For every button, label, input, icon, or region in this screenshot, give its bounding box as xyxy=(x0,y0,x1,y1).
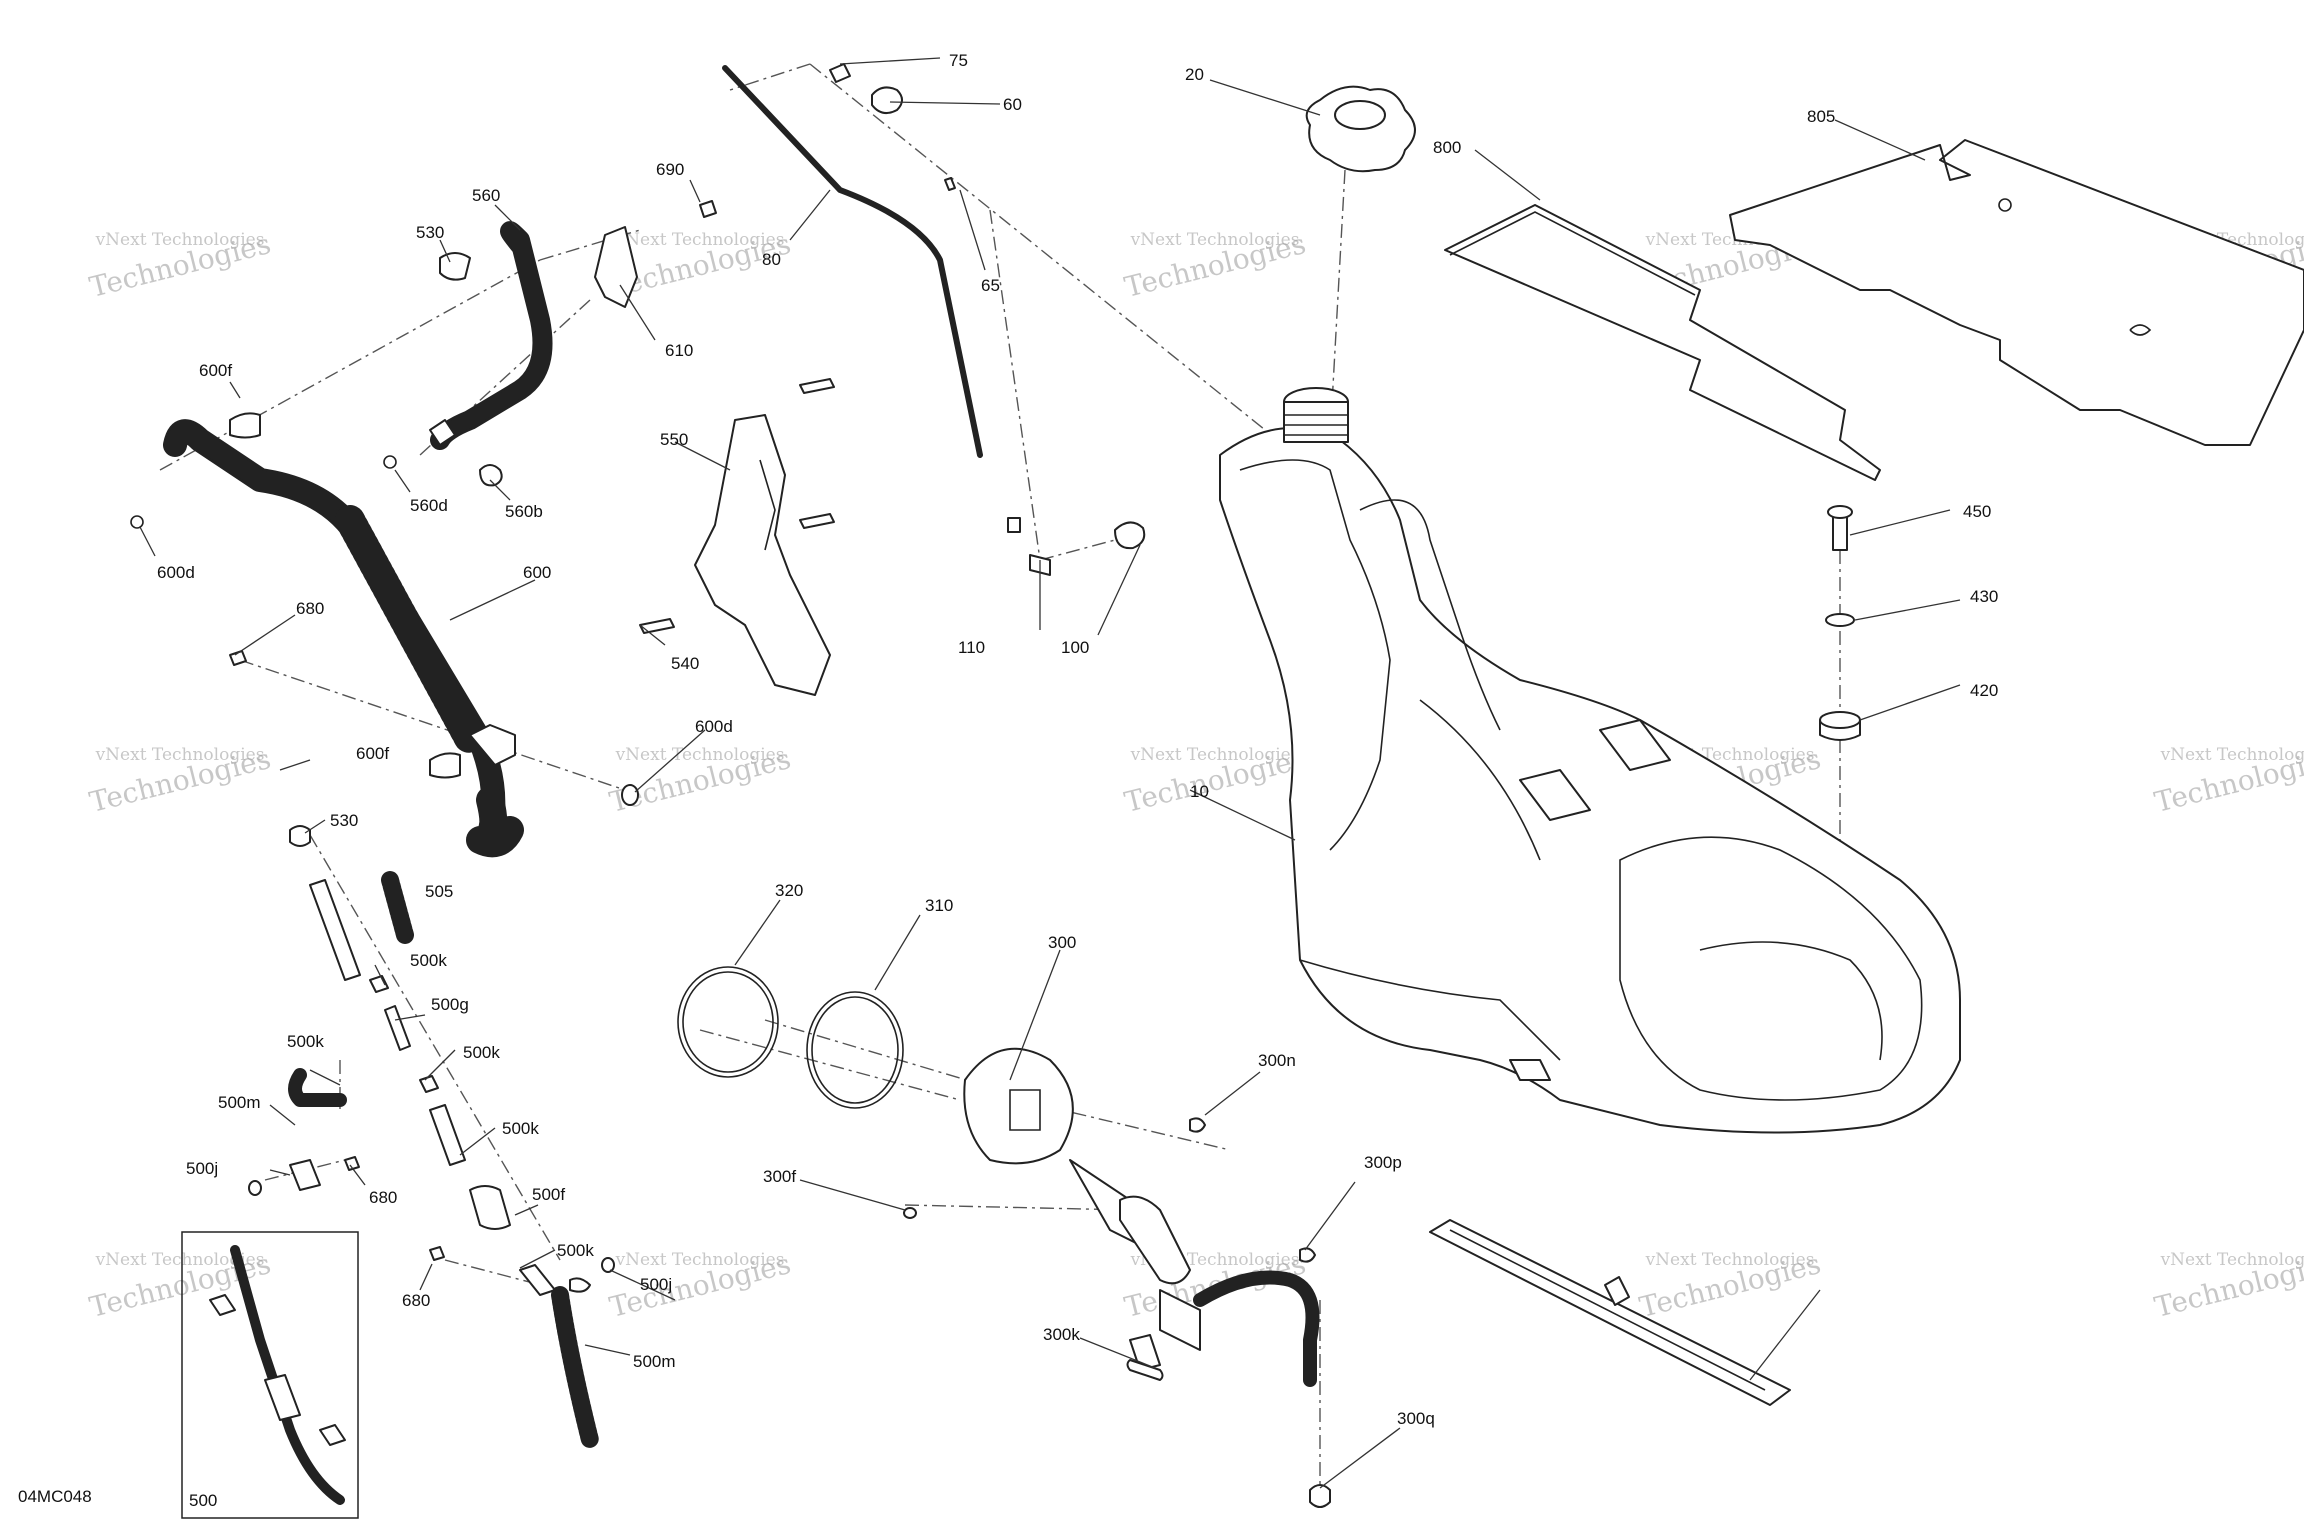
watermark-line1: vNext Technologies xyxy=(95,1250,265,1270)
watermark-line1: vNext Technologies xyxy=(1130,745,1300,765)
callout-75: 75 xyxy=(949,51,968,70)
callout-310: 310 xyxy=(925,896,953,915)
lower-hoses xyxy=(248,825,615,1449)
callout-65: 65 xyxy=(981,276,1000,295)
callout-300q: 300q xyxy=(1397,1409,1435,1428)
fuel-cap xyxy=(1305,85,1416,173)
heat-shield-800 xyxy=(1444,204,1881,481)
vent-tube xyxy=(722,65,1146,576)
callout-300f: 300f xyxy=(763,1167,796,1186)
callout-430: 430 xyxy=(1970,587,1998,606)
callout-500j-right: 500j xyxy=(640,1275,672,1294)
callout-500g: 500g xyxy=(431,995,469,1014)
bracket-610 xyxy=(594,226,638,308)
fuel-tank xyxy=(1219,387,1961,1134)
callout-560b: 560b xyxy=(505,502,543,521)
callout-530-top: 530 xyxy=(416,223,444,242)
watermark-line1: vNext Technologies xyxy=(615,1250,785,1270)
callout-500m-left: 500m xyxy=(218,1093,261,1112)
callout-600d-left: 600d xyxy=(157,563,195,582)
hose-600 xyxy=(130,412,639,858)
callout-10: 10 xyxy=(1190,782,1209,801)
callout-500k-2: 500k xyxy=(287,1032,324,1051)
callout-labels: 75 60 20 805 800 690 560 530 80 65 610 6… xyxy=(18,51,1998,1510)
inset-box-500 xyxy=(181,1231,359,1519)
watermark-line1: vNext Technologies xyxy=(95,745,265,765)
callout-680-top: 680 xyxy=(296,599,324,618)
parts-artwork xyxy=(130,63,2304,1519)
callout-610: 610 xyxy=(665,341,693,360)
watermark-line1: vNext Technologies xyxy=(2160,745,2304,765)
callout-600f-top: 600f xyxy=(199,361,232,380)
callout-110: 110 xyxy=(958,638,985,657)
watermark-line1: vNext Technologies xyxy=(615,230,785,250)
fuel-pump-assembly xyxy=(677,966,1331,1508)
callout-300n: 300n xyxy=(1258,1051,1296,1070)
heat-shield-805 xyxy=(1729,139,2304,446)
callout-300: 300 xyxy=(1048,933,1076,952)
watermark-line1: vNext Technologies xyxy=(2160,1250,2304,1270)
watermark-line1: vNext Technologies xyxy=(615,745,785,765)
callout-600d-mid: 600d xyxy=(695,717,733,736)
callout-100: 100 xyxy=(1061,638,1089,657)
callout-300p: 300p xyxy=(1364,1153,1402,1172)
callout-320: 320 xyxy=(775,881,803,900)
callout-530-mid: 530 xyxy=(330,811,358,830)
callout-500k-5: 500k xyxy=(557,1241,594,1260)
rubber-pad xyxy=(1429,1219,1791,1406)
callout-500k-1: 500k xyxy=(410,951,447,970)
callout-560d: 560d xyxy=(410,496,448,515)
callout-680-mid: 680 xyxy=(369,1188,397,1207)
valve-body-550 xyxy=(639,378,835,696)
callout-800: 800 xyxy=(1433,138,1461,157)
callout-500j-left: 500j xyxy=(186,1159,218,1178)
callout-690: 690 xyxy=(656,160,684,179)
leader-lines xyxy=(139,57,1961,1489)
callout-540: 540 xyxy=(671,654,699,673)
callout-500k-4: 500k xyxy=(502,1119,539,1138)
callout-505: 505 xyxy=(425,882,453,901)
callout-805: 805 xyxy=(1807,107,1835,126)
valve-parts xyxy=(829,63,956,191)
callout-80: 80 xyxy=(762,250,781,269)
callout-20: 20 xyxy=(1185,65,1204,84)
callout-500-inset: 500 xyxy=(189,1491,217,1510)
callout-60: 60 xyxy=(1003,95,1022,114)
callout-420: 420 xyxy=(1970,681,1998,700)
callout-500f: 500f xyxy=(532,1185,565,1204)
callout-500m-right: 500m xyxy=(633,1352,676,1371)
callout-550: 550 xyxy=(660,430,688,449)
callout-560: 560 xyxy=(472,186,500,205)
callout-680-bottom: 680 xyxy=(402,1291,430,1310)
callout-300k: 300k xyxy=(1043,1325,1080,1344)
watermark-line1: vNext Technologies xyxy=(1130,230,1300,250)
callout-500k-3: 500k xyxy=(463,1043,500,1062)
callout-600f-mid: 600f xyxy=(356,744,389,763)
diagram-code: 04MC048 xyxy=(18,1487,92,1506)
callout-600: 600 xyxy=(523,563,551,582)
watermark-line1: vNext Technologies xyxy=(95,230,265,250)
callout-450: 450 xyxy=(1963,502,1991,521)
watermark-line1: vNext Technologies xyxy=(1645,1250,1815,1270)
vent-hose-560 xyxy=(383,200,717,487)
